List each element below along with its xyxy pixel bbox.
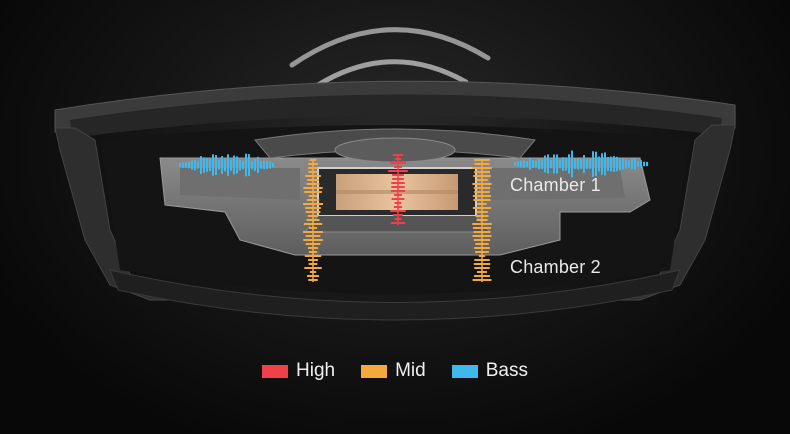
legend-item-mid: Mid xyxy=(361,360,426,382)
legend-label-mid: Mid xyxy=(395,360,426,381)
legend-label-bass: Bass xyxy=(485,360,528,381)
bass-wave-right xyxy=(514,150,648,178)
high-swatch xyxy=(262,364,289,378)
bass-wave-left xyxy=(179,153,274,177)
high-wave-center xyxy=(388,154,408,225)
legend-item-bass: Bass xyxy=(451,360,528,382)
mid-swatch xyxy=(361,364,388,378)
mid-wave-right xyxy=(472,159,492,282)
legend-item-high: High xyxy=(262,360,335,382)
driver-diaphragm xyxy=(254,128,536,163)
bass-swatch xyxy=(451,364,478,378)
mid-wave-left xyxy=(303,159,323,282)
legend-label-high: High xyxy=(296,360,336,381)
legend: High Mid Bass xyxy=(0,360,790,382)
chamber-2-label: Chamber 2 xyxy=(510,257,601,277)
chamber-1-label: Chamber 1 xyxy=(510,175,601,195)
